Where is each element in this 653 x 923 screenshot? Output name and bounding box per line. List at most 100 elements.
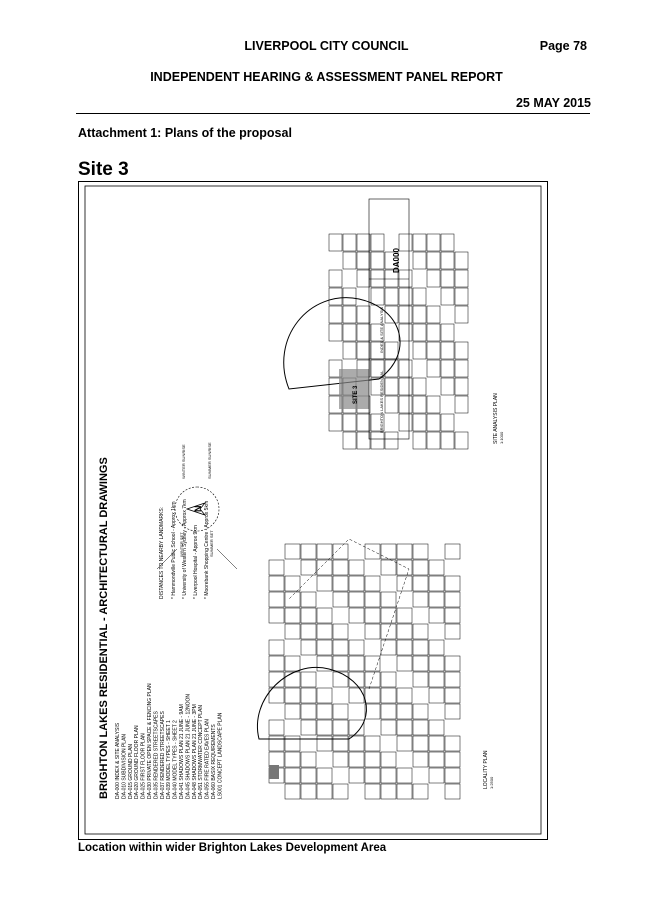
lot-block (316, 543, 333, 560)
lot-block (380, 559, 397, 576)
lot-block (412, 413, 427, 432)
compass-label-winter-sunrise: WINTER SUNRISE (181, 444, 186, 479)
lot-block (342, 413, 357, 432)
lot-block (284, 591, 301, 608)
lot-block (364, 655, 381, 672)
lot-block (356, 323, 371, 342)
lot-block (348, 607, 365, 624)
attachment-title: Attachment 1: Plans of the proposal (78, 126, 292, 140)
lot-block (412, 233, 427, 252)
distance-item: * University of Western Sydney - Approx … (182, 499, 188, 599)
lot-block (380, 591, 397, 608)
lot-block (428, 655, 445, 672)
lot-block (328, 323, 343, 342)
lot-block (412, 251, 427, 270)
lot-block (454, 395, 469, 414)
sheet-list-item: DA-041 SHADOWS PLAN 21 JUNE - 9AM (179, 704, 185, 799)
lot-block (328, 413, 343, 432)
lot-block (426, 341, 441, 360)
lot-block (412, 287, 427, 306)
north-arrow-icon (185, 502, 207, 516)
lot-block (300, 719, 317, 736)
lot-block (428, 719, 445, 736)
lot-block (300, 703, 317, 720)
lot-block (428, 671, 445, 688)
lot-block (348, 767, 365, 784)
lot-block (428, 591, 445, 608)
drawing-canvas: BRIGHTON LAKES RESIDENTIAL - ARCHITECTUR… (84, 185, 542, 835)
lot-block (380, 703, 397, 720)
lot-block (396, 543, 413, 560)
lot-block (316, 607, 333, 624)
lot-block (454, 287, 469, 306)
lot-block (332, 639, 349, 656)
lot-block (342, 323, 357, 342)
report-date: 25 MAY 2015 (515, 96, 591, 110)
lot-block (396, 607, 413, 624)
sheet-list-item: DA-039 MODEL TYPES - SHEET 1 (166, 720, 172, 799)
lot-block (300, 543, 317, 560)
lot-block (316, 559, 333, 576)
lot-block (300, 623, 317, 640)
compass-label-winter-set: WINTER SET (179, 532, 184, 557)
lot-block (332, 623, 349, 640)
lot-block (396, 703, 413, 720)
lot-block (444, 543, 461, 560)
lot-block (300, 607, 317, 624)
lot-block (316, 735, 333, 752)
lot-block (332, 719, 349, 736)
lot-block (356, 413, 371, 432)
lot-block (380, 687, 397, 704)
lot-block (364, 751, 381, 768)
lot-block (384, 359, 399, 378)
lot-block (380, 607, 397, 624)
lot-block (444, 607, 461, 624)
lot-block (384, 377, 399, 396)
lot-block (444, 783, 461, 800)
lot-block (384, 395, 399, 414)
lot-block (284, 767, 301, 784)
lot-block (268, 591, 285, 608)
header-divider (76, 113, 590, 114)
site-analysis-scale: 1:1000 (499, 431, 504, 444)
lot-block (342, 305, 357, 324)
lot-block (412, 639, 429, 656)
lot-block (356, 233, 371, 252)
lot-block (412, 305, 427, 324)
lot-block (396, 735, 413, 752)
lot-block (426, 269, 441, 288)
lot-block (428, 687, 445, 704)
locality-plan: LOCALITY PLAN 1:2500 (257, 538, 494, 800)
lot-block (454, 341, 469, 360)
figure-caption: Location within wider Brighton Lakes Dev… (78, 842, 387, 854)
lot-block (444, 575, 461, 592)
sheet-list-item: LS001 CONCEPT LANDSCAPE PLAN (217, 712, 223, 799)
lot-block (412, 341, 427, 360)
lot-block (348, 639, 365, 656)
sheet-list-item: DA-000 INDEX & SITE ANALYSIS (115, 722, 121, 799)
lot-block (396, 719, 413, 736)
lot-block (398, 413, 413, 432)
lot-block (316, 719, 333, 736)
sheet-list-item: DA-051 STORMWATER CONCEPT PLAN (198, 705, 204, 799)
lot-block (412, 783, 429, 800)
lot-block (328, 305, 343, 324)
lot-block (364, 623, 381, 640)
sheet-list-item: DA-045 SHADOWS PLAN 21 JUNE - 12NOON (185, 694, 191, 799)
lot-block (380, 719, 397, 736)
lot-block (440, 341, 455, 360)
lot-block (316, 783, 333, 800)
lot-block (348, 751, 365, 768)
architectural-drawing: BRIGHTON LAKES RESIDENTIAL - ARCHITECTUR… (78, 181, 548, 840)
lot-block (268, 719, 285, 736)
title-block-project: BRIGHTON LAKES RESIDENTIAL (379, 370, 384, 433)
lot-block (412, 655, 429, 672)
lot-block (332, 543, 349, 560)
distances-heading: DISTANCES TO NEARBY LANDMARKS: (159, 507, 165, 599)
lot-block (412, 671, 429, 688)
lot-block (380, 639, 397, 656)
lot-block (364, 543, 381, 560)
lot-block (316, 575, 333, 592)
sheet-list-item: DA-035 RENDERED STREETSCAPES (153, 711, 159, 799)
lot-block (284, 671, 301, 688)
